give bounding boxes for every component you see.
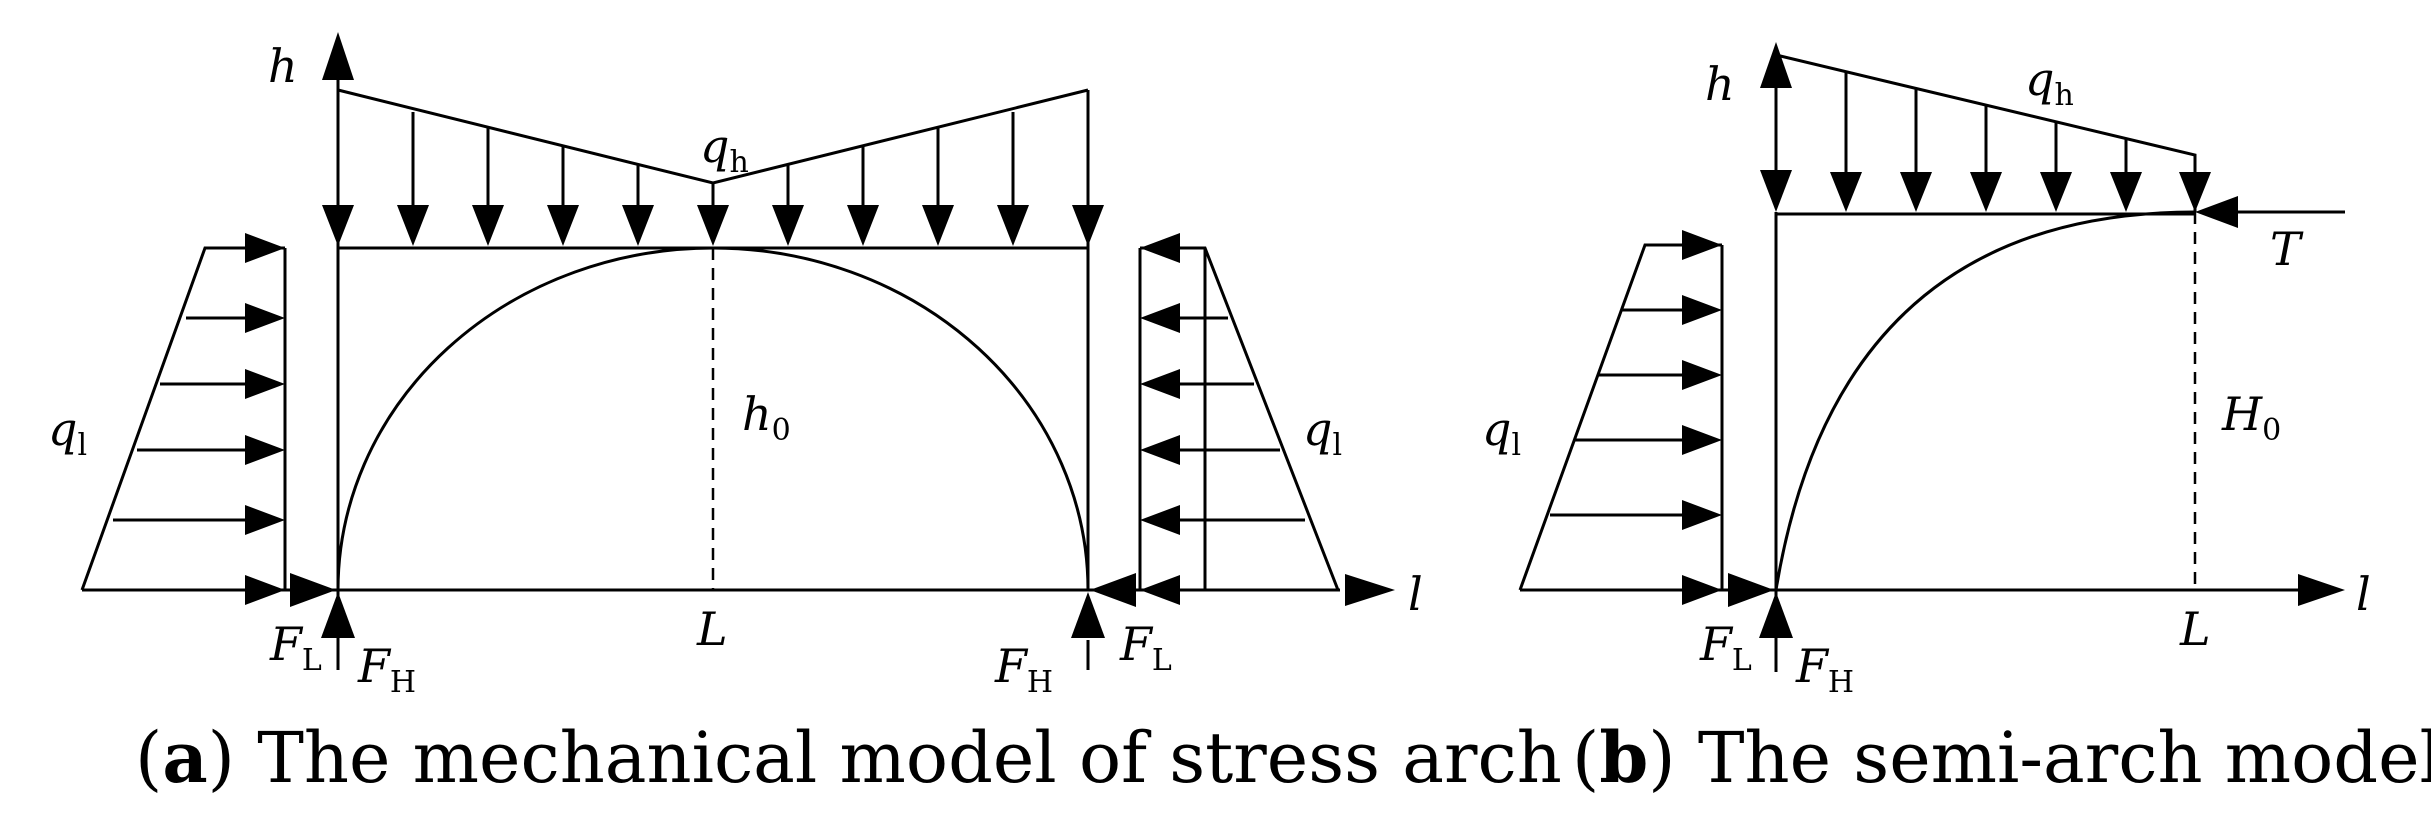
qh-label-sub: h <box>729 145 748 180</box>
fl-right-arrow <box>1090 573 1136 607</box>
qh-label: q <box>700 119 729 173</box>
ql-left-label-sub: l <box>77 428 87 463</box>
fl-left-arrow <box>290 573 336 607</box>
caption-b-letter: b <box>1599 716 1648 799</box>
svg-text:FH: FH <box>994 639 1053 700</box>
b-ql-load <box>1518 230 1724 605</box>
b-l-axis-arrowhead <box>2298 574 2345 606</box>
svg-text:FL: FL <box>269 617 322 678</box>
svg-text:qh: qh <box>2025 52 2074 113</box>
ql-right-label-sub: l <box>1332 428 1342 463</box>
svg-text:ql: ql <box>1482 402 1521 463</box>
b-fl-label: F <box>1699 617 1734 671</box>
ql-right-label: q <box>1303 402 1332 456</box>
svg-text:h: h <box>268 39 298 93</box>
b-h0-label-sub: 0 <box>2262 413 2281 448</box>
b-qh-label-sub: h <box>2054 78 2073 113</box>
caption-a-letter: a <box>162 716 207 799</box>
b-h0-label: H <box>2221 387 2263 441</box>
svg-text:ql: ql <box>48 402 87 463</box>
qh-load-arrows <box>322 92 1104 246</box>
svg-text:ql: ql <box>1303 402 1342 463</box>
b-t-label: T <box>2270 222 2304 276</box>
b-ql-label: q <box>1482 402 1511 456</box>
fh-right-arrow <box>1071 592 1105 638</box>
caption-b-text: The semi-arch model <box>1698 717 2431 799</box>
fl-left-label: F <box>269 617 304 671</box>
h-axis-arrowhead <box>322 32 354 80</box>
panel-b <box>1518 42 2345 672</box>
b-fh-label: F <box>1795 639 1830 693</box>
b-qh-load-arrows <box>1830 72 2211 212</box>
fh-left-label: F <box>357 639 392 693</box>
fl-left-label-sub: L <box>302 643 322 678</box>
b-L-label: L <box>2179 602 2211 656</box>
fl-right-label: F <box>1119 617 1154 671</box>
svg-text:FL: FL <box>1119 617 1172 678</box>
b-fh-label-sub: H <box>1828 665 1854 700</box>
caption-a-text: The mechanical model of stress arch <box>257 717 1562 799</box>
b-l-axis-label: l <box>2356 567 2371 621</box>
fh-left-label-sub: H <box>390 665 416 700</box>
svg-text:FH: FH <box>357 639 416 700</box>
ql-right-load <box>1138 233 1340 605</box>
svg-text:h0: h0 <box>742 387 791 448</box>
b-fl-arrow <box>1728 573 1774 607</box>
b-fh-arrow <box>1759 592 1793 638</box>
fh-right-label: F <box>994 639 1029 693</box>
panel-a <box>80 32 1395 670</box>
h0-label: h <box>742 387 772 441</box>
ql-left-label: q <box>48 402 77 456</box>
caption-b: (b) The semi-arch model <box>1572 716 2431 799</box>
fh-right-label-sub: H <box>1027 665 1053 700</box>
b-t-arrowhead <box>2195 196 2238 228</box>
b-h-label: h <box>1705 57 1735 111</box>
L-label: L <box>696 602 728 656</box>
panel-b-labels: h qh T ql H0 L l FL FH <box>1482 52 2371 700</box>
b-fl-label-sub: L <box>1732 643 1752 678</box>
svg-text:FH: FH <box>1795 639 1854 700</box>
b-qh-label: q <box>2025 52 2054 106</box>
svg-text:qh: qh <box>700 119 749 180</box>
svg-text:h: h <box>1705 57 1735 111</box>
l-axis-arrowhead <box>1345 574 1395 606</box>
h-axis-label: h <box>268 39 298 93</box>
h0-label-sub: 0 <box>772 413 791 448</box>
panel-a-labels: h qh ql ql h0 L l FL FH FH FL <box>48 39 1423 700</box>
l-axis-label: l <box>1408 567 1423 621</box>
b-ql-label-sub: l <box>1511 428 1521 463</box>
caption-a: (a) The mechanical model of stress arch <box>135 716 1562 799</box>
b-h-top-arrowhead <box>1760 42 1792 88</box>
ql-left-load <box>80 233 287 605</box>
svg-text:H0: H0 <box>2221 387 2281 448</box>
b-h-bottom-arrowhead <box>1760 170 1792 212</box>
svg-text:FL: FL <box>1699 617 1752 678</box>
b-semi-arch <box>1774 210 2196 591</box>
fl-right-label-sub: L <box>1152 643 1172 678</box>
fh-left-arrow <box>321 592 355 638</box>
